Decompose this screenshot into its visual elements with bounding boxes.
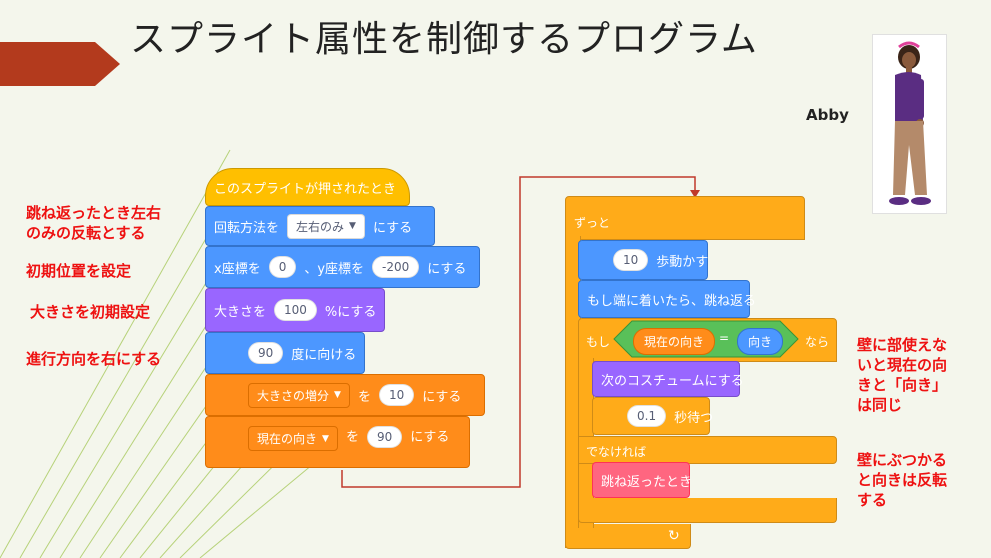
move-suffix: 歩動かす [656,254,709,270]
y-input[interactable]: -200 [372,256,420,278]
note-same-line-2: いと現在の向 [857,356,948,374]
hat-block-sprite-clicked[interactable]: このスプライトが押されたとき [205,168,410,206]
dropdown-arrow-icon: ▼ [334,390,341,400]
note-rotation-line-2: のみの反転とする [26,224,146,242]
x-label: x座標を [214,261,261,277]
note-same-line-3: きと「向き」 [857,376,948,394]
variable-value-input-1[interactable]: 10 [378,384,415,406]
else-divider [578,436,837,464]
variable-name-1: 大きさの増分 [257,388,330,403]
wait-block[interactable]: 0.1 秒待つ [592,397,714,435]
dropdown-arrow-icon: ▼ [349,221,356,231]
wait-suffix: 秒待つ [674,410,714,426]
rotation-label: 回転方法を [214,220,280,236]
else-label: でなければ [586,445,647,459]
rotation-value: 左右のみ [296,219,345,234]
note-same-line-4: は同じ [857,396,903,414]
rotation-suffix: にする [372,220,413,236]
variable-name-2: 現在の向き [257,432,318,446]
sprite-name-label: Abby [806,106,849,124]
steps-input[interactable]: 10 [613,249,649,271]
set-rotation-style-block[interactable]: 回転方法を 左右のみ ▼ にする [205,206,435,246]
wait-input[interactable]: 0.1 [627,405,667,427]
dropdown-arrow-icon: ▼ [322,433,329,444]
point-in-direction-block[interactable]: 90 度に向ける [205,332,365,374]
hat-label: このスプライトが押されたとき [214,181,397,197]
note-same-line-1: 壁に部使えな [857,336,948,354]
custom-bounced-block[interactable]: 跳ね返ったとき [592,462,693,498]
note-hit-wall: 壁にぶつかる と向きは反転 する [857,450,947,510]
forever-label: ずっと [574,216,611,230]
rotation-dropdown[interactable]: 左右のみ ▼ [287,213,365,239]
set-var-label-1: を [357,389,371,405]
forever-block-bottom [565,524,691,549]
x-input[interactable]: 0 [268,256,297,278]
then-label: なら [805,335,830,349]
direction-input[interactable]: 90 [248,342,284,364]
note-hit-line-2: と向きは反転 [857,471,948,489]
y-label: 、y座標を [304,261,365,277]
set-var-label-2: を [345,430,359,445]
note-rotation: 跳ね返ったとき左右 のみの反転とする [26,203,161,243]
slide-title: スプライト属性を制御するプログラム [130,19,758,60]
equals-operator: = [719,331,730,345]
set-size-block[interactable]: 大きさを 100 %にする [205,288,385,332]
note-size: 大きさを初期設定 [30,303,151,321]
direction-suffix: 度に向ける [291,347,357,363]
note-direction: 進行方向を右にする [26,350,162,368]
note-rotation-line-1: 跳ね返ったとき左右 [26,204,162,222]
variable-value-input-2[interactable]: 90 [366,426,403,448]
note-hit-line-3: する [857,491,888,509]
next-costume-label: 次のコスチュームにする [601,373,744,389]
custom-block-label: 跳ね返ったとき [601,474,693,490]
note-position: 初期位置を設定 [26,262,132,280]
if-label: もし [586,335,611,349]
current-direction-variable[interactable]: 現在の向き [633,328,716,355]
set-var-suffix-2: にする [410,430,450,445]
set-variable-block-1[interactable]: 大きさの増分 ▼ を 10 にする [205,374,485,416]
set-variable-block-2[interactable]: 現在の向き ▼ を 90 にする [205,416,470,468]
size-label: 大きさを [214,304,267,320]
size-input[interactable]: 100 [274,299,317,321]
bounce-label: もし端に着いたら、跳ね返る [587,293,757,309]
note-hit-line-1: 壁にぶつかる [857,451,948,469]
next-costume-block[interactable]: 次のコスチュームにする [592,361,744,397]
size-suffix: %にする [324,304,377,320]
goto-suffix: にする [427,261,467,277]
if-else-bottom [578,498,837,523]
note-same-direction: 壁に部使えな いと現在の向 きと「向き」 は同じ [857,335,947,415]
move-steps-block[interactable]: 10 歩動かす [578,240,708,280]
forever-block[interactable] [565,196,805,240]
variable-dropdown-1[interactable]: 大きさの増分 ▼ [248,382,350,408]
abby-sprite-icon [889,41,931,205]
variable-dropdown-2[interactable]: 現在の向き ▼ [248,426,338,451]
direction-reporter[interactable]: 向き [737,328,784,355]
loop-arrow-icon: ↻ [668,528,680,544]
ribbon-arrow [0,42,120,86]
sprite-thumbnail[interactable] [872,34,947,214]
set-var-suffix-1: にする [422,389,462,405]
go-to-xy-block[interactable]: x座標を 0 、y座標を -200 にする [205,246,480,288]
bounce-on-edge-block[interactable]: もし端に着いたら、跳ね返る [578,280,756,318]
